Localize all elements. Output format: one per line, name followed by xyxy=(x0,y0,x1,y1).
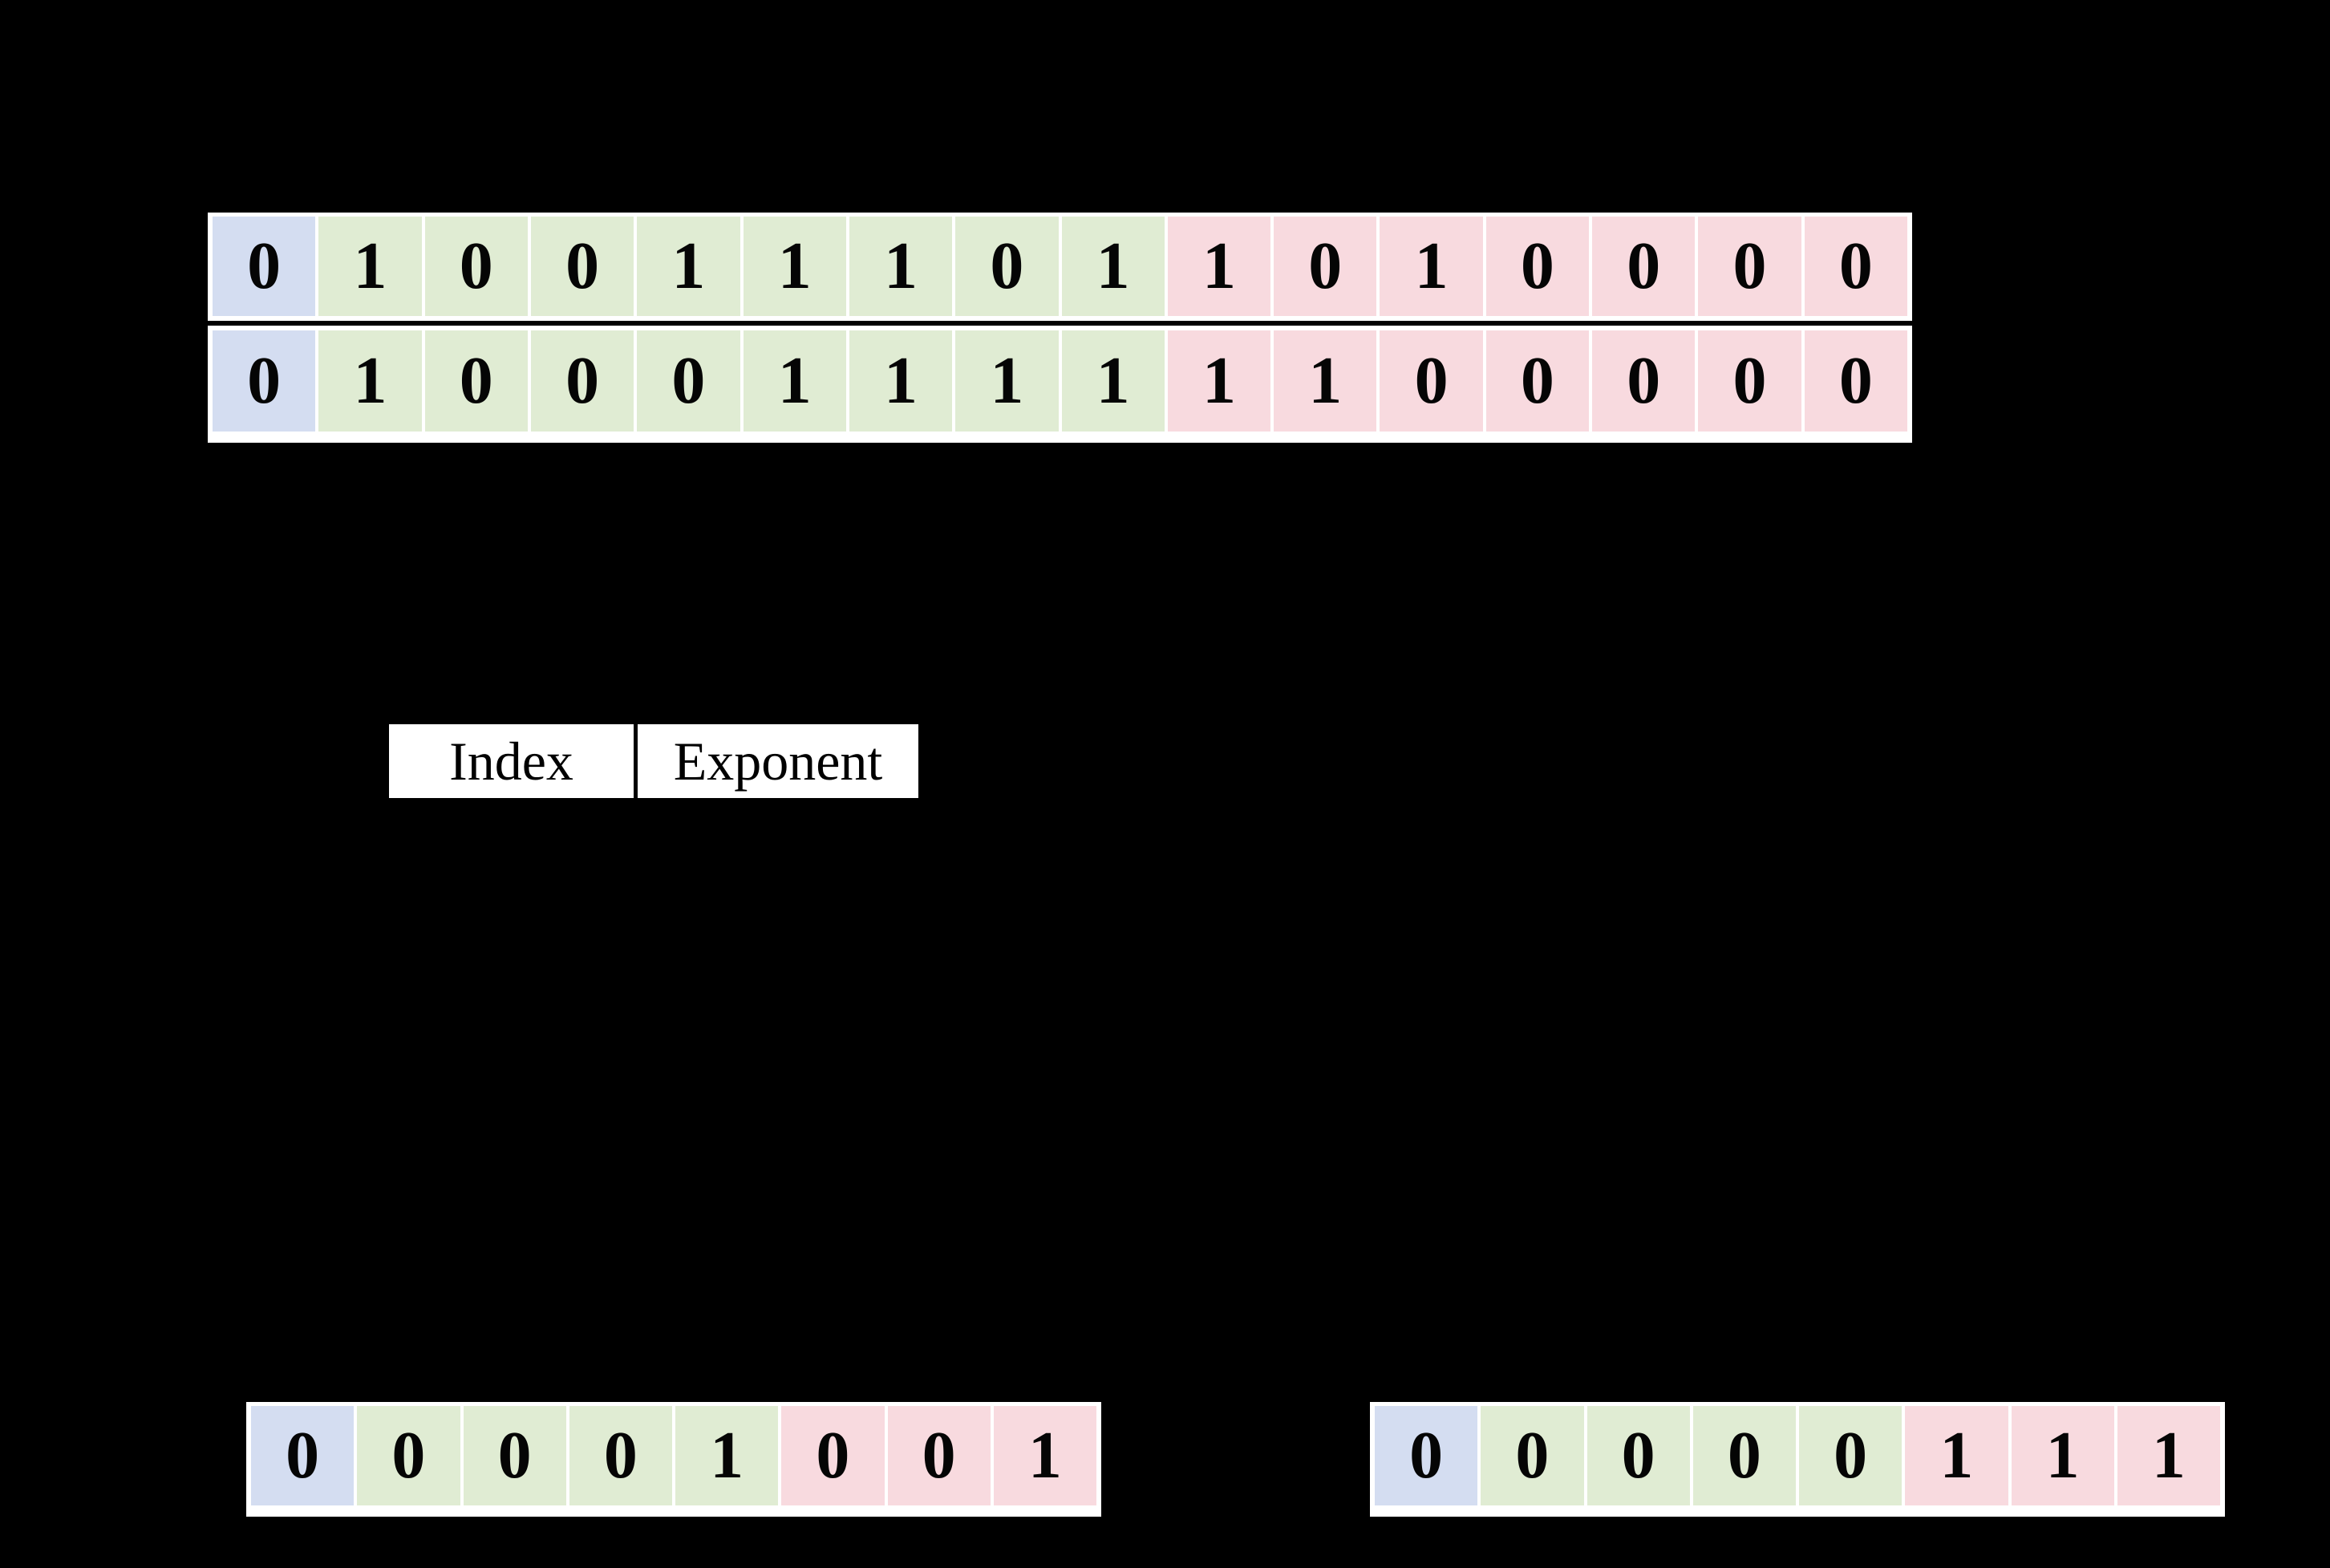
bit-cell-sign: 0 xyxy=(213,330,316,432)
bit-cell-exponent: 0 xyxy=(569,1406,672,1505)
bit-cell-mantissa: 1 xyxy=(1905,1406,2008,1505)
bit-cell-mantissa: 1 xyxy=(2011,1406,2114,1505)
bit-cell-mantissa: 0 xyxy=(1804,330,1907,432)
bit-cell-mantissa: 0 xyxy=(1380,330,1483,432)
bit-cell-exponent: 1 xyxy=(318,217,422,316)
bit-cell-mantissa: 0 xyxy=(1592,330,1696,432)
bit-cell-mantissa: 1 xyxy=(993,1406,1096,1505)
bit-cell-exponent: 0 xyxy=(1481,1406,1584,1505)
bit-cell-exponent: 1 xyxy=(318,330,422,432)
bit-cell-exponent: 0 xyxy=(530,330,634,432)
index-table-header-index: Index xyxy=(449,730,573,792)
bit-cell-exponent: 0 xyxy=(955,217,1059,316)
bit-cell-exponent: 0 xyxy=(637,330,740,432)
index-exponent-table: Index Exponent xyxy=(389,724,918,798)
bit-cell-mantissa: 1 xyxy=(2117,1406,2220,1505)
bit-cell-mantissa: 0 xyxy=(1698,330,1801,432)
bit-cell-exponent: 0 xyxy=(1799,1406,1902,1505)
bit-cell-sign: 0 xyxy=(1375,1406,1478,1505)
bit-cell-exponent: 1 xyxy=(955,330,1059,432)
bit-cell-exponent: 1 xyxy=(743,217,846,316)
bit-cell-mantissa: 0 xyxy=(1592,217,1696,316)
bit-cell-mantissa: 0 xyxy=(1698,217,1801,316)
bit-cell-sign: 0 xyxy=(213,217,316,316)
row-separator-line xyxy=(208,321,1912,326)
bit-cell-mantissa: 0 xyxy=(1804,217,1907,316)
bit-cell-mantissa: 1 xyxy=(1274,330,1377,432)
bit-cell-exponent: 0 xyxy=(1586,1406,1690,1505)
bit-cell-exponent: 1 xyxy=(743,330,846,432)
bit-cell-mantissa: 0 xyxy=(781,1406,885,1505)
bit-cell-exponent: 0 xyxy=(424,330,528,432)
bit-cell-exponent: 0 xyxy=(530,217,634,316)
bit-cell-exponent: 1 xyxy=(675,1406,779,1505)
index-table-header-exponent: Exponent xyxy=(673,730,883,792)
bit-cell-sign: 0 xyxy=(251,1406,355,1505)
bit-cell-exponent: 1 xyxy=(637,217,740,316)
bit-cell-mantissa: 0 xyxy=(1485,217,1590,316)
bit-cell-exponent: 1 xyxy=(849,330,953,432)
bit-cell-mantissa: 0 xyxy=(887,1406,991,1505)
bit-cell-exponent: 0 xyxy=(357,1406,460,1505)
bit-cell-exponent: 0 xyxy=(424,217,528,316)
bit-cell-mantissa: 0 xyxy=(1485,330,1590,432)
bit-cell-exponent: 1 xyxy=(1061,217,1165,316)
bit-cell-mantissa: 1 xyxy=(1380,217,1483,316)
bit-cell-exponent: 0 xyxy=(1692,1406,1796,1505)
bit-cell-mantissa: 1 xyxy=(1167,217,1271,316)
bit-cell-exponent: 1 xyxy=(849,217,953,316)
bit-cell-exponent: 1 xyxy=(1061,330,1165,432)
bit-cell-mantissa: 1 xyxy=(1167,330,1271,432)
index-table-divider xyxy=(634,724,638,798)
bit-cell-exponent: 0 xyxy=(463,1406,566,1505)
bit-cell-mantissa: 0 xyxy=(1274,217,1377,316)
